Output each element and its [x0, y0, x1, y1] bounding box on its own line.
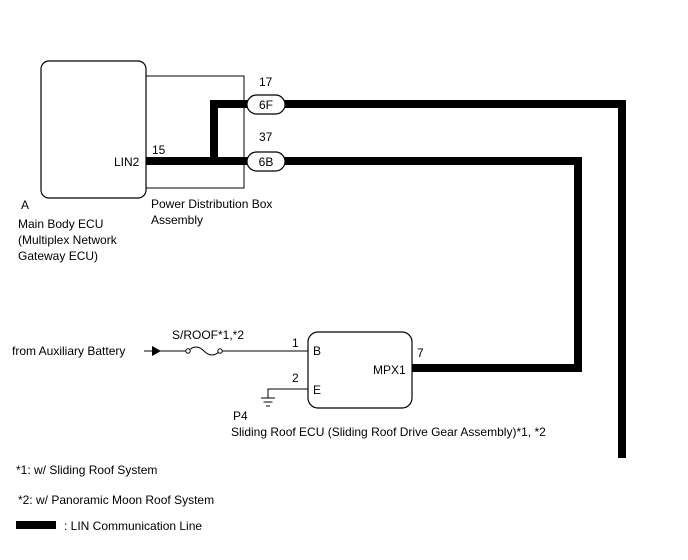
fuse-icon — [187, 346, 221, 356]
connector-6f-pin: 17 — [259, 75, 273, 89]
note-1: *1: w/ Sliding Roof System — [16, 463, 157, 477]
ground-wire — [267, 388, 308, 398]
power-source-label: from Auxiliary Battery — [12, 344, 125, 358]
connector-6b — [246, 151, 286, 172]
terminal-mpx1-pin: 7 — [417, 346, 424, 360]
pdb-name-line-1: Power Distribution Box — [151, 197, 272, 211]
ground-icon — [261, 397, 275, 407]
power-distribution-box-outline — [146, 75, 245, 189]
lin-line-upper — [210, 100, 626, 458]
terminal-b-pin: 1 — [292, 336, 299, 350]
legend-label: : LIN Communication Line — [64, 519, 202, 533]
terminal-mpx1-label: MPX1 — [373, 363, 406, 377]
main-ecu-name-line-3: Gateway ECU) — [18, 249, 98, 263]
main-ecu-ref: A — [21, 198, 29, 212]
connector-6f-label: 6F — [259, 98, 273, 112]
terminal-b-label: B — [313, 344, 321, 358]
main-ecu-pin: 15 — [152, 143, 166, 157]
connector-6b-label: 6B — [259, 155, 274, 169]
sliding-roof-ecu-name: Sliding Roof ECU (Sliding Roof Drive Gea… — [231, 425, 546, 439]
terminal-e-pin: 2 — [292, 371, 299, 385]
connector-6f — [246, 94, 286, 115]
fuse-terminal-right — [217, 348, 223, 354]
sliding-roof-ecu-ref: P4 — [233, 409, 248, 423]
note-2: *2: w/ Panoramic Moon Roof System — [18, 493, 214, 507]
connector-6b-pin: 37 — [259, 130, 273, 144]
main-ecu-terminal-label: LIN2 — [114, 155, 140, 169]
main-body-ecu-box — [40, 60, 147, 199]
arrow-right-icon — [152, 346, 161, 356]
fuse-terminal-left — [185, 348, 191, 354]
main-ecu-name-line-2: (Multiplex Network — [18, 233, 118, 247]
terminal-e-label: E — [313, 383, 321, 397]
lin-line-lower — [146, 157, 582, 372]
main-ecu-name-line-1: Main Body ECU — [18, 217, 103, 231]
fuse-label: S/ROOF*1,*2 — [172, 328, 244, 342]
pdb-name-line-2: Assembly — [151, 213, 203, 227]
sliding-roof-ecu-box — [307, 331, 413, 409]
